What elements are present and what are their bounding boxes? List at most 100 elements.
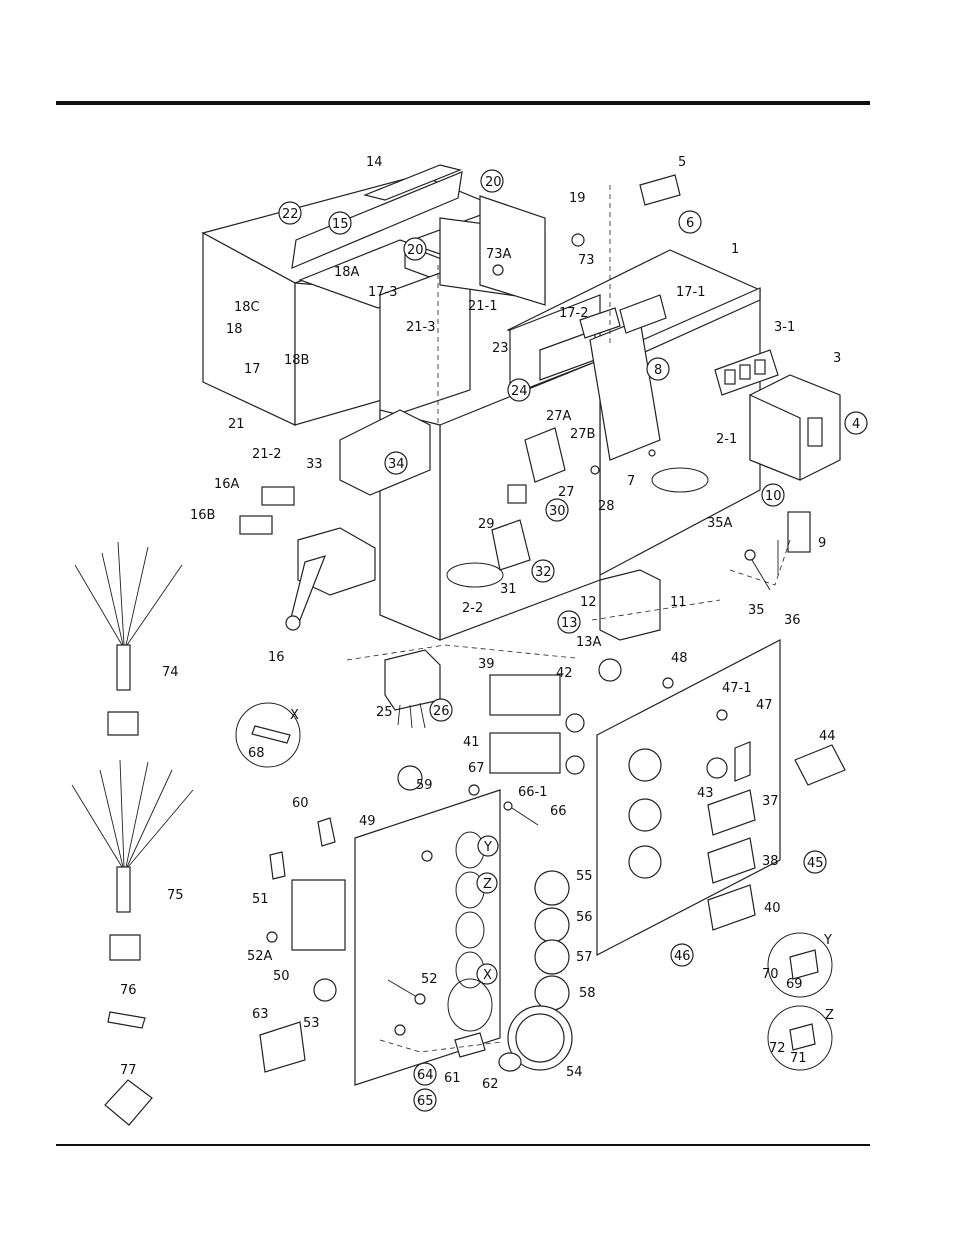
right-panel <box>596 639 846 956</box>
label-45: 45 <box>807 856 824 871</box>
label-38: 38 <box>762 854 779 869</box>
label-13A: 13A <box>576 635 602 650</box>
label-64: 64 <box>417 1068 434 1083</box>
label-X1: X <box>290 708 299 723</box>
label-70: 70 <box>762 967 779 982</box>
label-57: 57 <box>576 950 593 965</box>
label-21-1: 21-1 <box>468 299 498 314</box>
label-40: 40 <box>764 901 781 916</box>
label-2-1: 2-1 <box>716 432 737 447</box>
label-17-2: 17-2 <box>559 306 589 321</box>
label-Z2: Z <box>825 1008 834 1023</box>
label-61: 61 <box>444 1071 461 1086</box>
label-13: 13 <box>561 616 578 631</box>
label-22: 22 <box>282 207 299 222</box>
label-74: 74 <box>162 665 179 680</box>
label-75: 75 <box>167 888 184 903</box>
label-27B: 27B <box>570 427 595 442</box>
label-18C: 18C <box>234 300 260 315</box>
terminal-block <box>235 649 441 768</box>
upper-housing <box>201 164 546 426</box>
label-X2: X <box>483 968 492 983</box>
label-39: 39 <box>478 657 495 672</box>
label-34: 34 <box>388 457 405 472</box>
part-labels: 14 20 19 5 6 22 15 73 73A 20 1 18A 17-3 … <box>120 155 868 1112</box>
label-21-3: 21-3 <box>406 320 436 335</box>
label-50: 50 <box>273 969 290 984</box>
label-1: 1 <box>731 242 739 257</box>
wire-harnesses <box>71 541 194 1126</box>
label-24: 24 <box>511 384 528 399</box>
footer-rule <box>56 1144 870 1146</box>
label-11: 11 <box>670 595 687 610</box>
label-68: 68 <box>248 746 265 761</box>
label-23: 23 <box>492 341 509 356</box>
breaker-parts <box>492 174 841 481</box>
label-2-2: 2-2 <box>462 601 483 616</box>
label-35: 35 <box>748 603 765 618</box>
label-6: 6 <box>686 216 694 231</box>
label-77: 77 <box>120 1063 137 1078</box>
label-71: 71 <box>790 1051 807 1066</box>
label-16A: 16A <box>214 477 240 492</box>
label-5: 5 <box>678 155 686 170</box>
label-18B: 18B <box>284 353 309 368</box>
label-4: 4 <box>852 417 860 432</box>
label-32: 32 <box>535 565 552 580</box>
label-18A: 18A <box>334 265 360 280</box>
label-66-1: 66-1 <box>518 785 548 800</box>
header-rule <box>56 101 870 105</box>
label-58: 58 <box>579 986 596 1001</box>
label-33: 33 <box>306 457 323 472</box>
label-29: 29 <box>478 517 495 532</box>
label-36: 36 <box>784 613 801 628</box>
rotary-switch <box>239 486 376 631</box>
label-73A: 73A <box>486 247 512 262</box>
label-8: 8 <box>654 363 662 378</box>
label-14: 14 <box>366 155 383 170</box>
main-frame <box>379 249 762 641</box>
label-54: 54 <box>566 1065 583 1080</box>
label-Z1: Z <box>483 877 492 892</box>
label-55: 55 <box>576 869 593 884</box>
label-51: 51 <box>252 892 269 907</box>
label-53: 53 <box>303 1016 320 1031</box>
label-41: 41 <box>463 735 480 750</box>
label-3-1: 3-1 <box>774 320 795 335</box>
label-42: 42 <box>556 666 573 681</box>
label-27: 27 <box>558 485 575 500</box>
label-37: 37 <box>762 794 779 809</box>
label-7: 7 <box>627 474 635 489</box>
label-67: 67 <box>468 761 485 776</box>
label-63: 63 <box>252 1007 269 1022</box>
label-62: 62 <box>482 1077 499 1092</box>
label-76: 76 <box>120 983 137 998</box>
label-20a: 20 <box>485 175 502 190</box>
label-20b: 20 <box>407 243 424 258</box>
label-73: 73 <box>578 253 595 268</box>
sensor-details <box>767 932 833 1071</box>
label-12: 12 <box>580 595 597 610</box>
label-47-1: 47-1 <box>722 681 752 696</box>
label-Y2: Y <box>823 933 832 948</box>
label-17-1: 17-1 <box>676 285 706 300</box>
dashed-guides <box>346 185 791 1053</box>
label-48: 48 <box>671 651 688 666</box>
label-69: 69 <box>786 977 803 992</box>
label-Y1: Y <box>483 840 492 855</box>
label-43: 43 <box>697 786 714 801</box>
label-9: 9 <box>818 536 826 551</box>
label-65: 65 <box>417 1094 434 1109</box>
label-49: 49 <box>359 814 376 829</box>
label-47: 47 <box>756 698 773 713</box>
label-26: 26 <box>433 704 450 719</box>
label-21: 21 <box>228 417 245 432</box>
label-59: 59 <box>416 778 433 793</box>
label-21-2: 21-2 <box>252 447 282 462</box>
label-31: 31 <box>500 582 517 597</box>
label-60: 60 <box>292 796 309 811</box>
label-35A: 35A <box>707 516 733 531</box>
left-panel <box>259 765 573 1086</box>
label-72: 72 <box>769 1041 786 1056</box>
